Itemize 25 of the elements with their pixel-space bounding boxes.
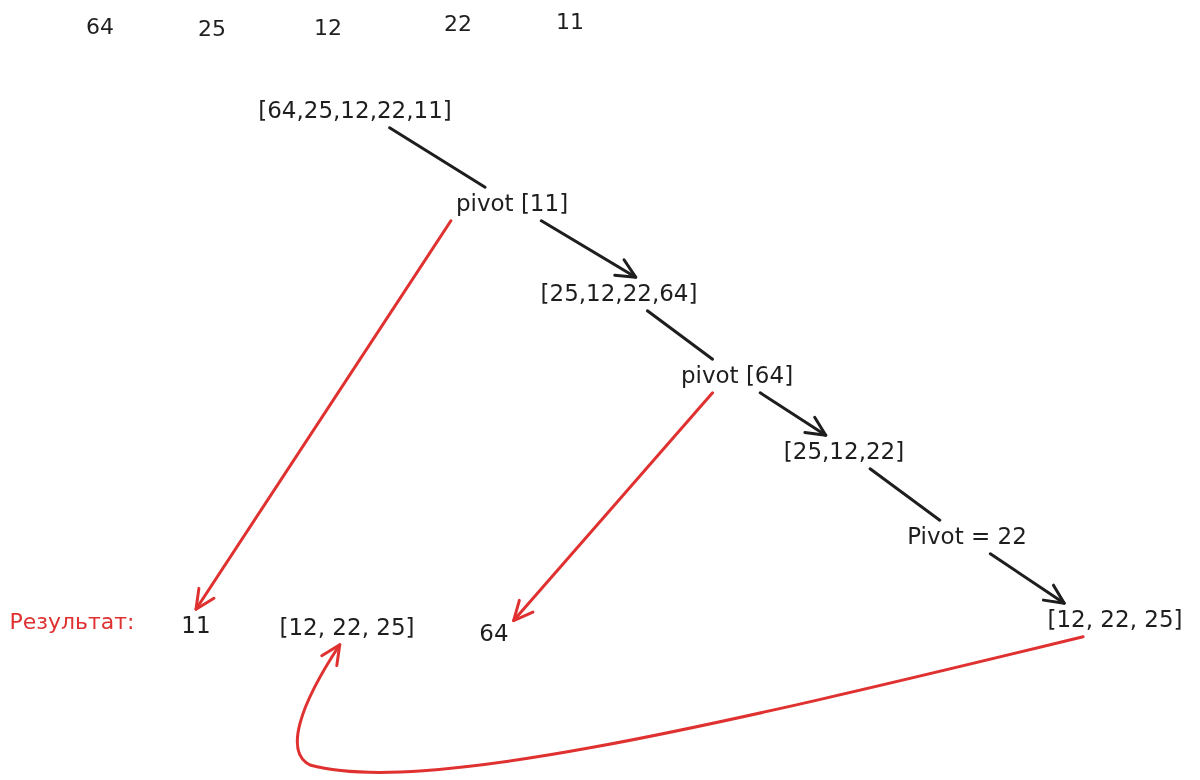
pivot-text: pivot [11] <box>450 187 574 221</box>
result-heading: Результат: <box>9 608 135 636</box>
connector-line <box>645 309 715 361</box>
array-text: [64,25,12,22,11] <box>253 94 457 128</box>
number-text: 12 <box>314 14 342 42</box>
pivot-text: Pivot = 22 <box>902 520 1032 554</box>
number-text: 11 <box>556 8 584 36</box>
arrow <box>295 635 1085 774</box>
array-text: [25,12,22,64] <box>535 277 703 311</box>
result-value: 64 <box>474 617 514 651</box>
connector-line <box>868 467 942 522</box>
number-text: 64 <box>86 13 114 41</box>
number-text: 25 <box>198 15 226 43</box>
arrow <box>988 552 1066 605</box>
arrow <box>758 391 828 437</box>
arrow <box>194 219 453 611</box>
pivot-text: pivot [64] <box>675 359 799 393</box>
arrow <box>512 391 715 623</box>
result-value: 11 <box>176 609 216 643</box>
arrow <box>539 219 638 279</box>
number-text: 22 <box>444 10 472 38</box>
array-text: [12, 22, 25] <box>274 611 420 645</box>
array-text: [12, 22, 25] <box>1042 603 1188 637</box>
array-text: [25,12,22] <box>778 435 910 469</box>
connector-line <box>388 126 487 189</box>
